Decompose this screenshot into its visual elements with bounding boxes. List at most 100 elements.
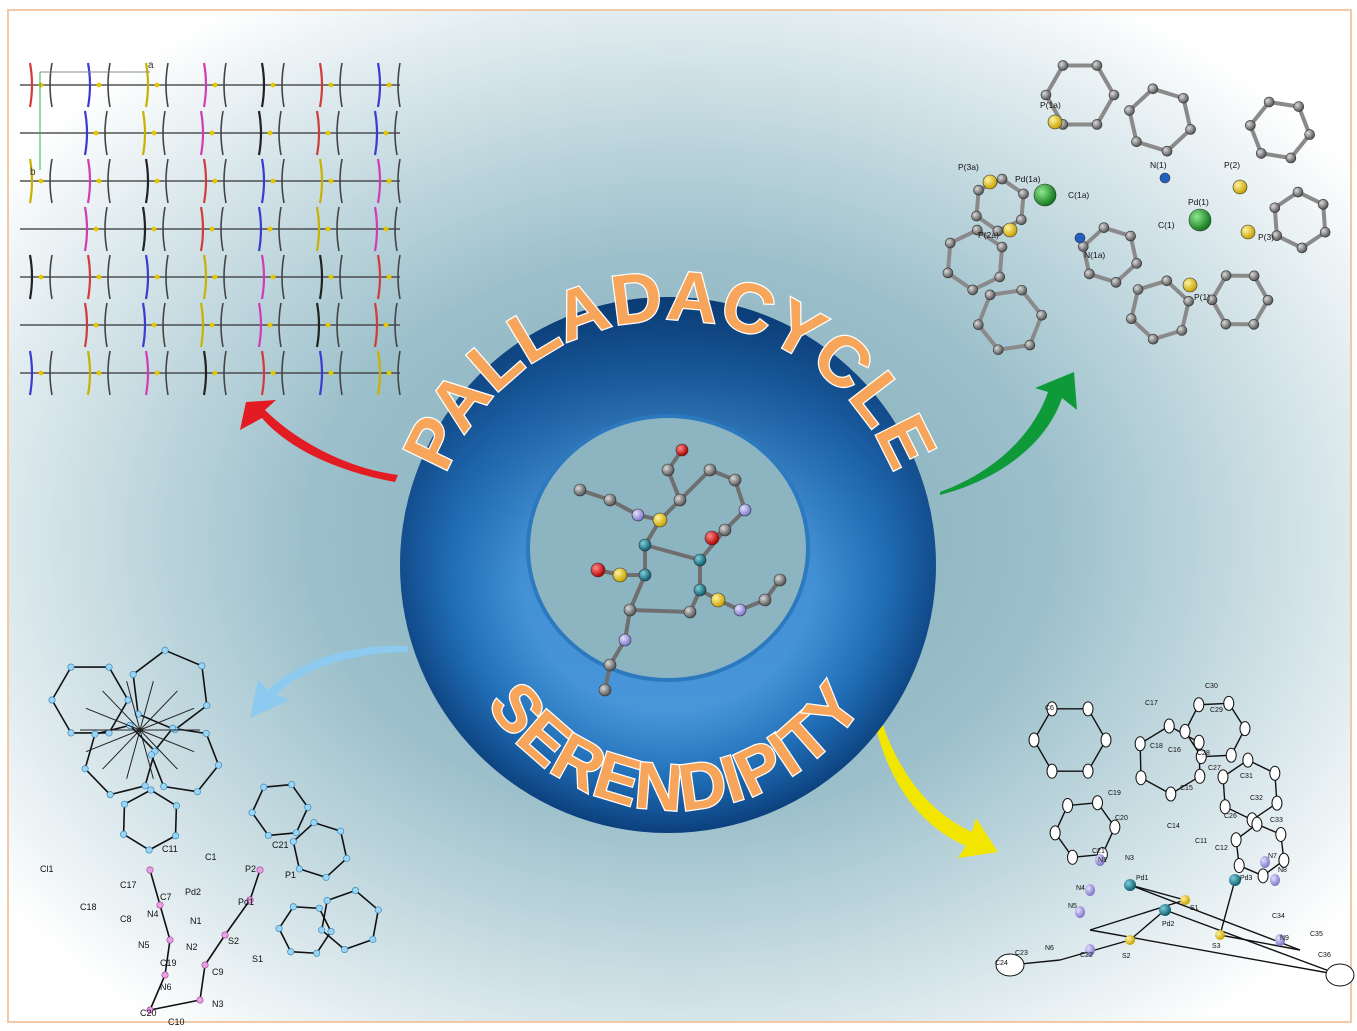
atom — [1162, 276, 1172, 286]
atom — [337, 828, 343, 834]
atom-label-c36: C36 — [1318, 952, 1331, 959]
atom — [130, 671, 136, 677]
atom-label-c17: C17 — [120, 880, 137, 890]
heavy-atom — [1048, 115, 1062, 129]
atom — [574, 484, 586, 496]
axis-b-label: b — [30, 167, 36, 178]
atom — [1019, 189, 1029, 199]
atom-label-n3: N3 — [212, 999, 224, 1009]
atom — [1186, 124, 1196, 134]
atom — [204, 702, 210, 708]
lattice-node — [329, 83, 334, 88]
atom — [106, 730, 112, 736]
atom — [662, 464, 674, 476]
atom — [1178, 93, 1188, 103]
atom — [1326, 964, 1354, 986]
ring-inner-hole — [528, 416, 808, 680]
atom — [68, 730, 74, 736]
lattice-node — [326, 323, 331, 328]
atom — [1286, 153, 1296, 163]
lattice-node — [326, 227, 331, 232]
lattice-node — [39, 179, 44, 184]
lattice-node — [213, 275, 218, 280]
atom-label-c31: C31 — [1240, 773, 1253, 780]
lattice-node — [271, 179, 276, 184]
atom — [161, 783, 167, 789]
atom-label-c21: C21 — [272, 840, 289, 850]
atom — [1041, 90, 1051, 100]
atom-label-n5: N5 — [138, 940, 150, 950]
atom-label-p2: P(2) — [1224, 160, 1240, 170]
atom — [1037, 310, 1047, 320]
atom — [1258, 869, 1268, 883]
atom — [1092, 796, 1102, 810]
lattice-node — [97, 83, 102, 88]
atom — [604, 659, 616, 671]
atom-label-pd1: Pd(1) — [1188, 197, 1209, 207]
atom-label-c28: C28 — [1197, 750, 1210, 757]
atom — [1135, 737, 1145, 751]
s-atom — [1125, 935, 1135, 945]
lattice-node — [268, 323, 273, 328]
atom — [1109, 90, 1119, 100]
atom — [1184, 296, 1194, 306]
atom — [1256, 148, 1266, 158]
atom — [1092, 119, 1102, 129]
lattice-node — [329, 275, 334, 280]
atom — [619, 634, 631, 646]
atom-label-c20: C20 — [1115, 815, 1128, 822]
atom — [162, 972, 168, 978]
atom-label-c32: C32 — [1250, 795, 1263, 802]
lattice-node — [213, 83, 218, 88]
atom — [971, 211, 981, 221]
lattice-node — [210, 131, 215, 136]
atom-label-c11: C11 — [1195, 838, 1207, 845]
atom-label-n8: N8 — [1278, 867, 1287, 874]
atom-label-n6: N6 — [160, 982, 172, 992]
atom-label-n1a: N(1a) — [1084, 250, 1105, 260]
atom — [1195, 769, 1205, 783]
atom — [1124, 106, 1134, 116]
atom-label-c19: C19 — [1108, 790, 1121, 797]
atom — [1318, 199, 1328, 209]
atom-label-pd1a: Pd(1a) — [1015, 174, 1041, 184]
atom — [352, 887, 358, 893]
atom-label-n4: N4 — [1076, 885, 1085, 892]
atom-label-c35: C35 — [1310, 931, 1323, 938]
atom — [1224, 696, 1234, 710]
atom — [705, 531, 719, 545]
atom-label-c12: C12 — [1215, 845, 1228, 852]
atom — [719, 524, 731, 536]
atom — [1249, 319, 1259, 329]
atom — [1194, 698, 1204, 712]
atom — [162, 647, 168, 653]
atom-label-c24: C24 — [995, 960, 1008, 967]
atom — [943, 268, 953, 278]
atom — [1110, 820, 1120, 834]
atom — [729, 474, 741, 486]
lattice-node — [155, 83, 160, 88]
atom — [1293, 187, 1303, 197]
atom-label-n6: N6 — [1045, 945, 1054, 952]
atom — [290, 838, 296, 844]
lattice-node — [210, 227, 215, 232]
atom — [197, 997, 203, 1003]
heavy-atom — [983, 175, 997, 189]
atom-label-p3a: P(3a) — [958, 162, 979, 172]
lattice-node — [213, 371, 218, 376]
atom — [704, 464, 716, 476]
atom — [1047, 764, 1057, 778]
atom — [1270, 766, 1280, 780]
atom — [674, 494, 686, 506]
atom-label-c11: C11 — [162, 844, 178, 854]
atom — [203, 730, 209, 736]
heavy-atom — [1075, 233, 1085, 243]
atom — [296, 866, 302, 872]
lattice-node — [329, 179, 334, 184]
atom — [1016, 215, 1026, 225]
atom — [1221, 271, 1231, 281]
lattice-node — [155, 371, 160, 376]
atom-label-c18: C18 — [80, 902, 97, 912]
lattice-node — [268, 227, 273, 232]
atom — [323, 874, 329, 880]
